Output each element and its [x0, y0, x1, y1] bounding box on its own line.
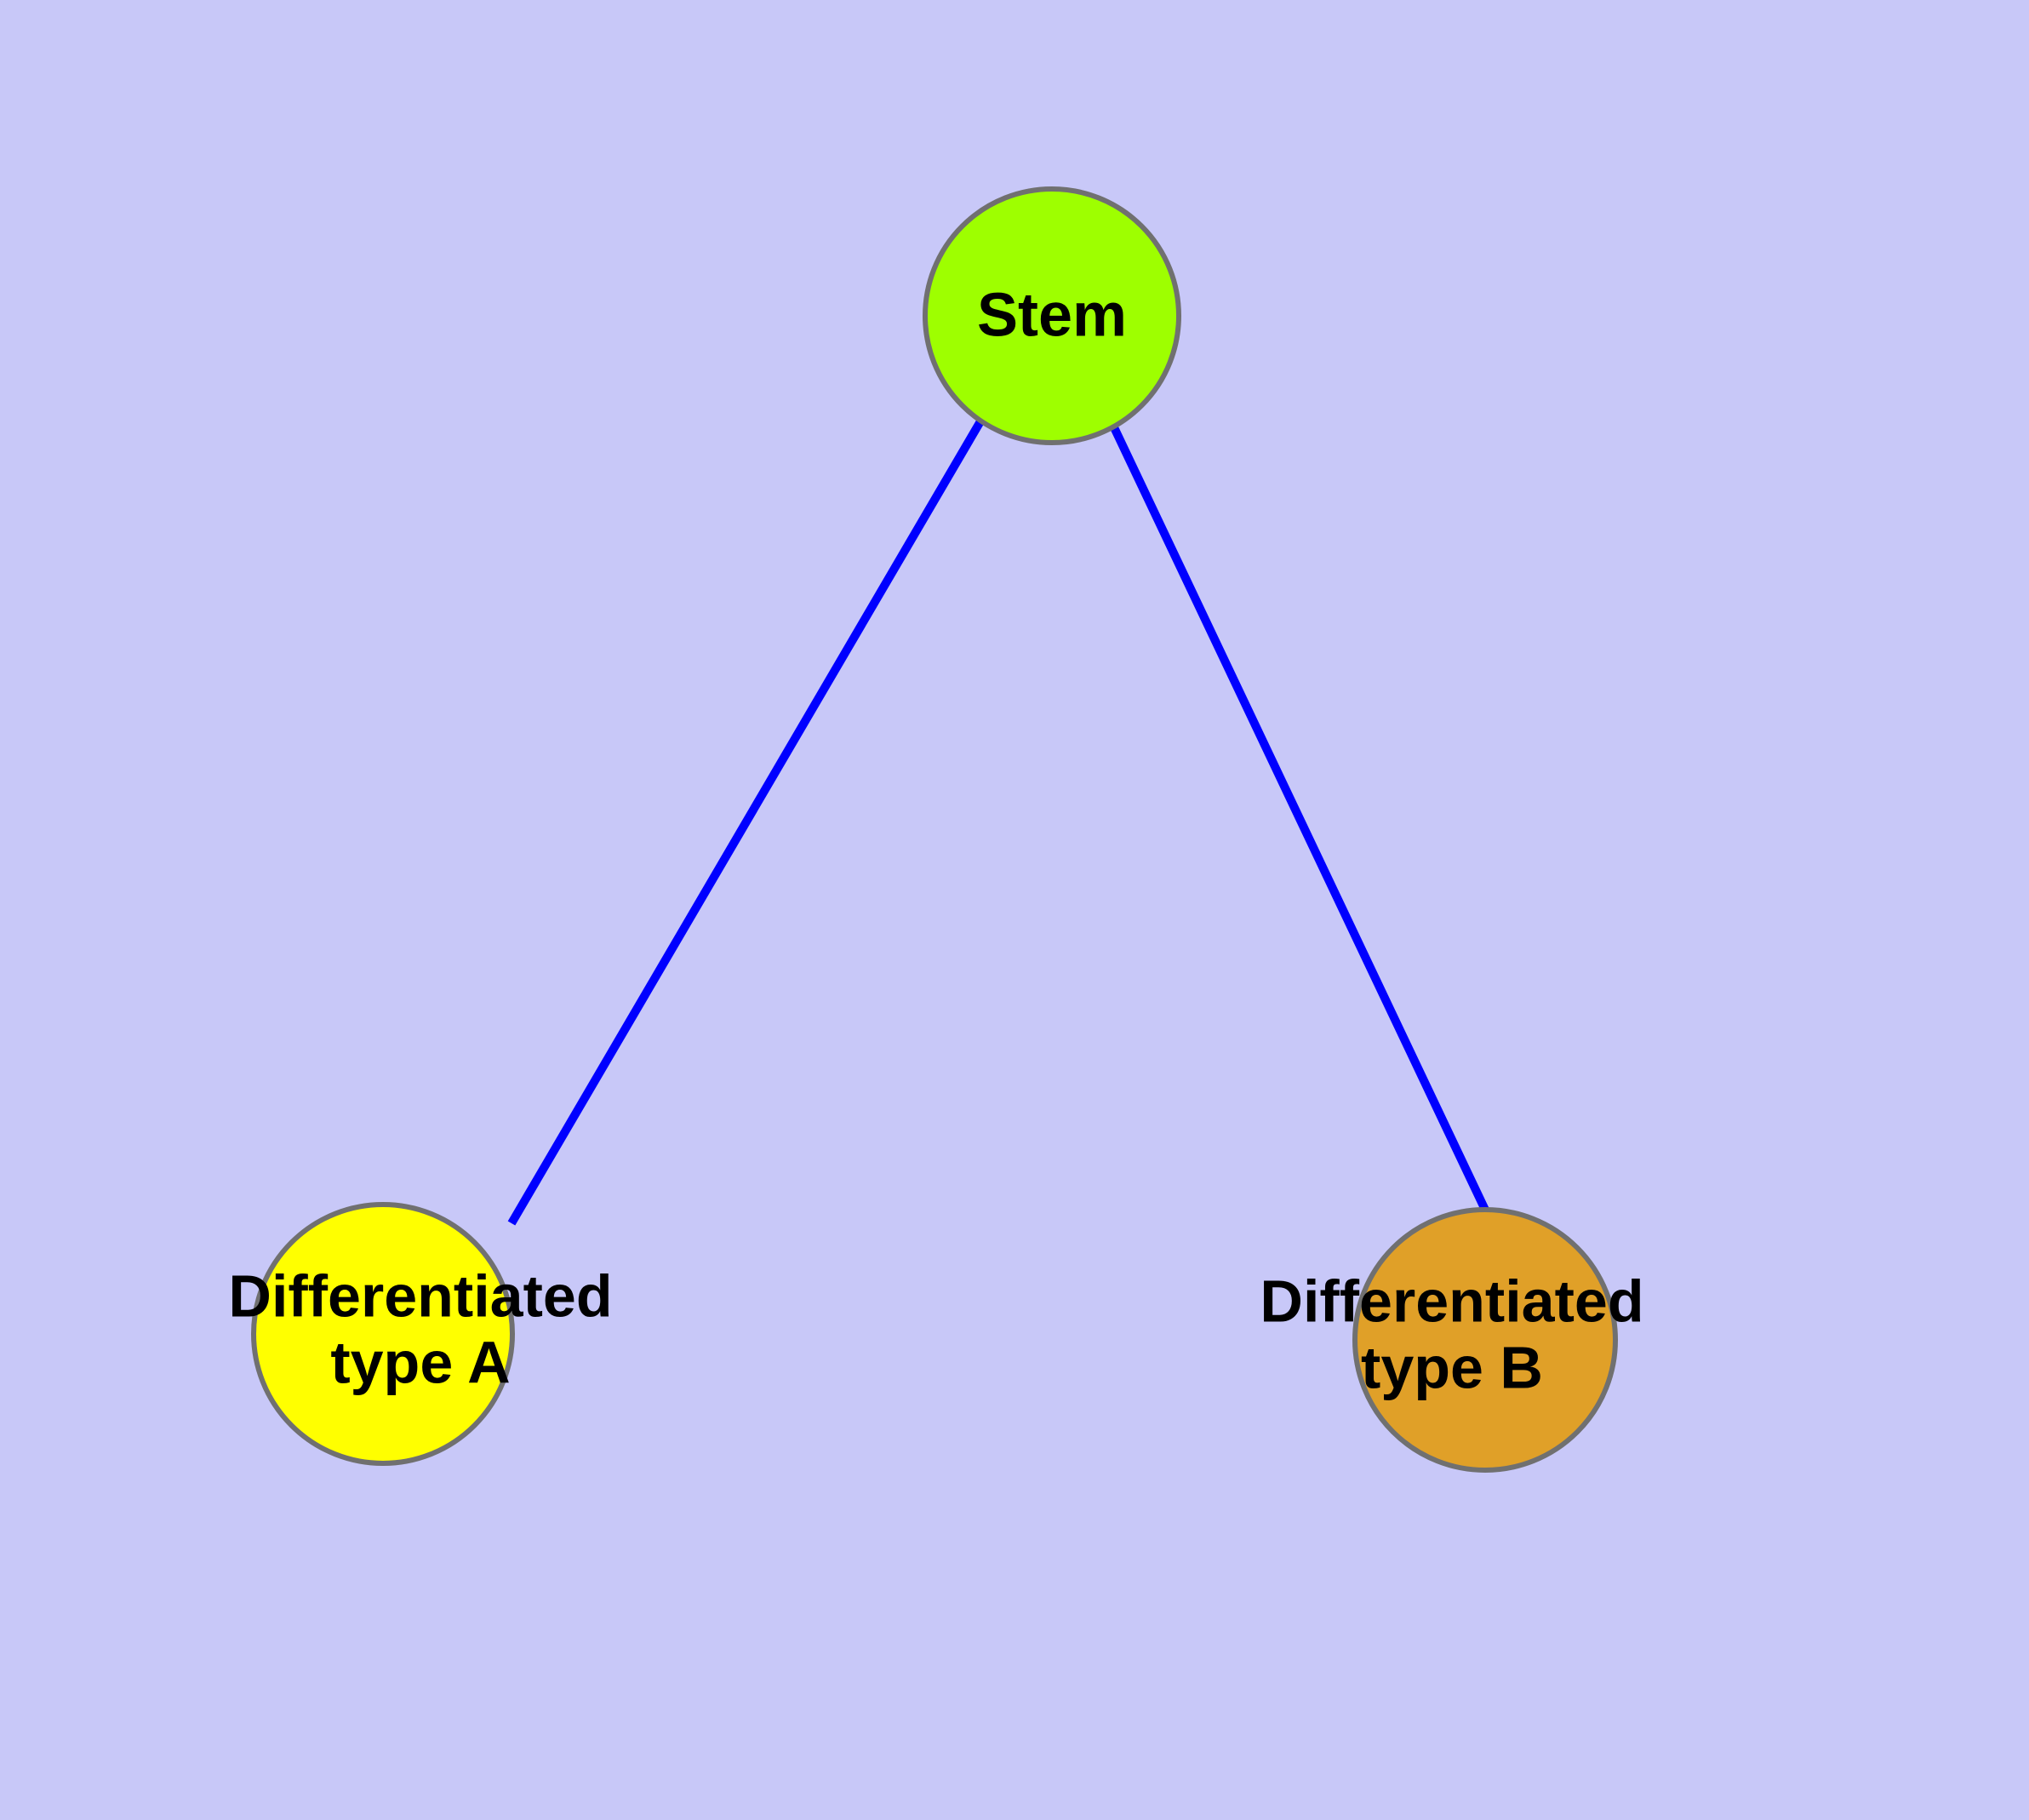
edge-stem-to-type-b[interactable]	[1109, 423, 1496, 1227]
node-layer	[251, 186, 1618, 1473]
edge-layer	[507, 419, 1496, 1227]
edge-stem-to-type-a[interactable]	[507, 419, 985, 1226]
node-diff-type-b[interactable]	[1352, 1207, 1618, 1473]
node-stem[interactable]	[923, 186, 1181, 445]
node-diff-type-a[interactable]	[251, 1202, 515, 1466]
